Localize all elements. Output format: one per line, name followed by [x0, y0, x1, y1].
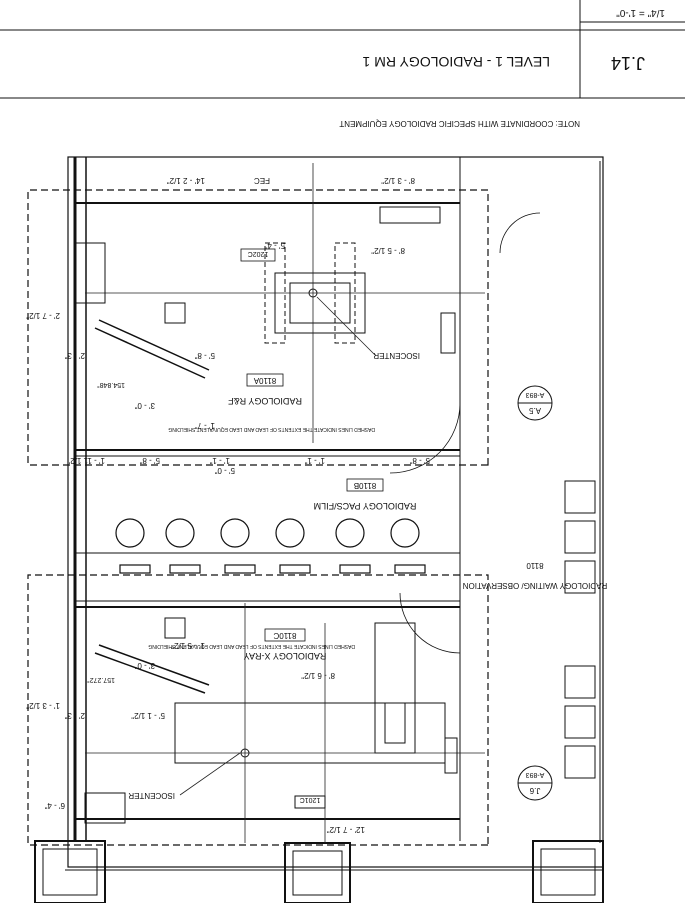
- room-number-xray: 8110C: [273, 631, 296, 640]
- pacs-room: RADIOLOGY PACS/FILM 8110B 5' - 8" 5' - 0…: [67, 456, 460, 574]
- dim-rf-e: 2' - 7 1/2": [26, 311, 60, 320]
- dim-mid-a: 5' - 8": [409, 456, 430, 465]
- equipment-tag-1202c: 1202C: [248, 250, 269, 257]
- workstation-chairs: [115, 518, 426, 574]
- dim-xr-mid2: 1' - 5 1/2": [171, 641, 205, 650]
- scale-label: 1/4" = 1'-0": [616, 7, 665, 18]
- shielding-note-xray: DASHED LINES INDICATE THE EXTENTS OF LEA…: [148, 643, 355, 649]
- room-number-rf: 8110A: [253, 376, 276, 385]
- svg-text:A-893: A-893: [526, 771, 545, 778]
- dim-rf-g: 5' - 4": [264, 241, 285, 250]
- dim-top-right: 6' - 4": [44, 801, 65, 810]
- room-name-xray: RADIOLOGY X-RAY: [244, 651, 327, 661]
- elevation-marker-j6: J.6 A-893: [517, 765, 553, 801]
- room-number-pacs: 8110B: [354, 481, 377, 490]
- dim-xr-right: 1' - 3 1/2": [26, 701, 60, 710]
- sheet-id: J.14: [611, 53, 645, 73]
- dim-rf-c: 1' - 7": [194, 421, 215, 430]
- dim-mid-c: 1' - 1": [304, 456, 325, 465]
- svg-text:A.5: A.5: [528, 406, 541, 415]
- dim-xr-width: 5' - 1 1/2": [131, 711, 165, 720]
- dim-xr-angle: 157.272°: [87, 676, 115, 684]
- sheet-title: LEVEL 1 - RADIOLOGY RM 1: [362, 54, 550, 70]
- dim-bot-a: 8' - 3 1/2": [381, 176, 415, 185]
- isocenter-label-xray: ISOCENTER: [128, 791, 175, 800]
- equipment-tag-1201c: 1201C: [300, 796, 321, 803]
- room-name-pacs: RADIOLOGY PACS/FILM: [314, 501, 417, 511]
- dim-mid-b: 5' - 0": [214, 466, 235, 475]
- dim-rf-f: 8' - 5 1/2": [371, 246, 405, 255]
- room-number-waiting: 8110: [526, 561, 544, 570]
- isocenter-label-rf: ISOCENTER: [373, 351, 420, 360]
- dim-rf-angle: 154.848°: [97, 381, 125, 389]
- room-name-waiting: RADIOLOGY WAITING/ OBSERVATION: [463, 581, 608, 590]
- dim-mid-d: 1' - 1": [209, 456, 230, 465]
- coordination-note: NOTE: COORDINATE WITH SPECIFIC RADIOLOGY…: [339, 119, 580, 128]
- xray-room: 1201C ISOCENTER RADIOLOGY X-RAY 8110C DA…: [26, 603, 485, 843]
- dim-xr-mid: 3' - 0": [134, 661, 155, 670]
- dim-mid-e: 5' - 8": [139, 456, 160, 465]
- room-name-rf: RADIOLOGY R&F: [228, 396, 302, 406]
- building-walls: [65, 156, 604, 871]
- dim-rf-d: 3' - 0": [134, 401, 155, 410]
- dim-rf-a: 5' - 8": [194, 351, 215, 360]
- dim-mid-f: 1' - 11 1/2": [67, 456, 105, 465]
- dim-xr-height: 8' - 6 1/2": [301, 671, 335, 680]
- dim-xr-small: 2' - 3": [64, 711, 85, 720]
- svg-text:A-893: A-893: [526, 391, 545, 398]
- shielding-note-rf: DASHED LINES INDICATE THE EXTENTS OF LEA…: [168, 426, 375, 432]
- svg-text:J.6: J.6: [529, 786, 540, 795]
- fec-label: FEC: [254, 176, 270, 185]
- structural-columns: [34, 840, 604, 903]
- elevation-marker-a5: A.5 A-893: [517, 385, 553, 421]
- dim-rf-b: 2' - 3": [64, 351, 85, 360]
- dim-bot-b: 14' - 2 1/2": [167, 176, 205, 185]
- dim-top-left: 12' - 7 1/2": [327, 825, 365, 834]
- title-block: J.14 LEVEL 1 - RADIOLOGY RM 1 1/4" = 1'-…: [0, 0, 685, 99]
- waiting-room: RADIOLOGY WAITING/ OBSERVATION 8110: [389, 212, 608, 779]
- rf-room: ISOCENTER RADIOLOGY R&F 8110A 1202C DASH…: [26, 163, 485, 443]
- shielding-extents: [27, 189, 489, 846]
